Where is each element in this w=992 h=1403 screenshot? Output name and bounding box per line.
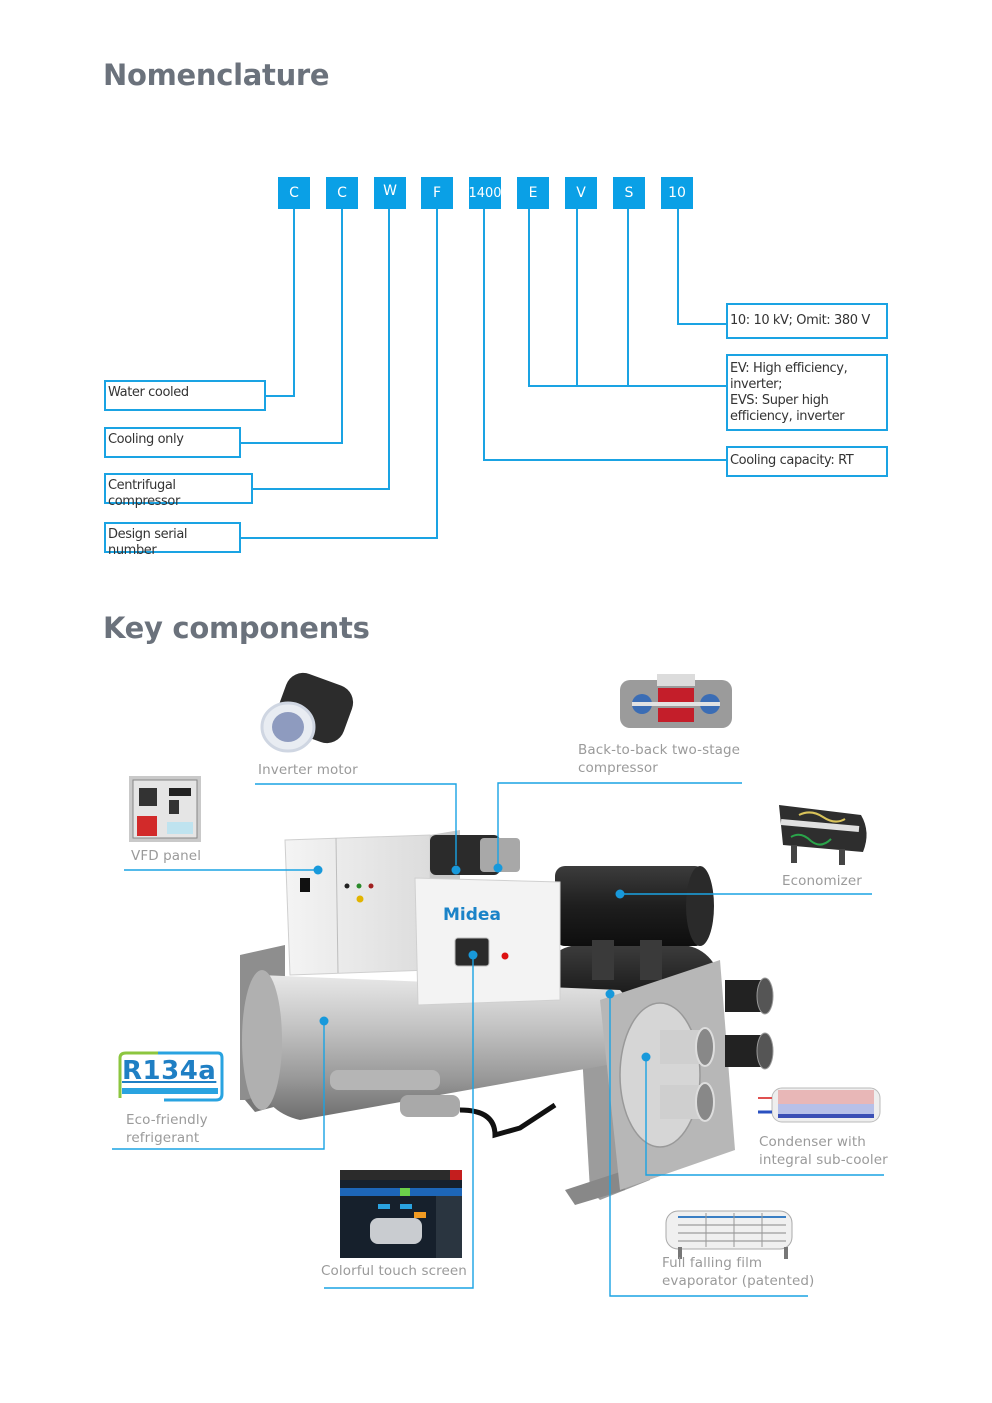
desc-efficiency-line4: efficiency, inverter <box>730 409 845 424</box>
key-components-title: Key components <box>103 611 370 645</box>
label-touch-screen: Colorful touch screen <box>321 1263 467 1279</box>
nomenclature-title: Nomenclature <box>103 58 330 92</box>
compressor-assembly <box>430 835 520 875</box>
condenser-image <box>758 1087 881 1123</box>
label-refrigerant-line2: refrigerant <box>126 1130 200 1146</box>
label-condenser: Condenser with integral sub-cooler <box>759 1133 888 1169</box>
recycle-arrows-icon <box>118 1051 224 1102</box>
evaporator-image <box>665 1210 793 1259</box>
refrigerant-piping <box>330 1070 557 1139</box>
label-condenser-line1: Condenser with <box>759 1134 866 1150</box>
connector-centrifugal <box>253 209 390 490</box>
economizer-tank <box>555 866 714 980</box>
desc-efficiency-line1: EV: High efficiency, <box>730 361 848 376</box>
dot-inverter-motor <box>451 865 461 875</box>
desc-design-serial-number: Design serial number <box>104 522 241 558</box>
connector-e <box>528 209 728 387</box>
r134a-label: R134a <box>122 1056 217 1086</box>
code-box-e: E <box>517 177 549 209</box>
label-refrigerant-line1: Eco-friendly <box>126 1112 208 1128</box>
chiller-legs <box>240 945 650 1205</box>
connector-capacity <box>483 209 728 461</box>
label-compressor-line1: Back-to-back two-stage <box>578 742 741 758</box>
desc-cooling-capacity: Cooling capacity: RT <box>726 446 888 477</box>
label-inverter-motor: Inverter motor <box>258 762 358 778</box>
leader-compressor <box>497 782 742 865</box>
desc-voltage: 10: 10 kV; Omit: 380 V <box>726 303 888 339</box>
dot-economizer <box>615 889 625 899</box>
midea-logo: Midea <box>443 905 501 925</box>
economizer-image <box>779 805 867 865</box>
dot-touch-screen <box>468 950 478 960</box>
hmi-panel: Midea <box>414 877 561 1006</box>
label-evaporator-line2: evaporator (patented) <box>662 1273 815 1289</box>
desc-efficiency-line2: inverter; <box>730 377 783 392</box>
code-box-v: V <box>565 177 597 209</box>
desc-water-cooled: Water cooled <box>104 380 266 411</box>
desc-cooling-only: Cooling only <box>104 427 241 458</box>
label-refrigerant: Eco-friendly refrigerant <box>126 1111 208 1147</box>
connector-water-cooled <box>265 209 295 397</box>
dot-vfd <box>313 865 323 875</box>
dot-evaporator <box>605 989 615 999</box>
code-box-c2: C <box>326 177 358 209</box>
label-evaporator: Full falling film evaporator (patented) <box>662 1254 814 1290</box>
connector-design-serial <box>240 209 438 539</box>
label-vfd-panel: VFD panel <box>131 848 202 864</box>
water-nozzles <box>660 977 774 1122</box>
label-compressor: Back-to-back two-stage compressor <box>578 741 740 777</box>
desc-efficiency-line3: EVS: Super high <box>730 393 829 408</box>
code-box-s: S <box>613 177 645 209</box>
leader-inverter-motor <box>255 783 457 865</box>
label-compressor-line2: compressor <box>578 760 658 776</box>
condenser-shell <box>242 970 636 1120</box>
code-box-capacity: 1400 <box>469 177 501 209</box>
r134a-badge: R134a <box>114 1050 224 1104</box>
desc-efficiency: EV: High efficiency, inverter; EVS: Supe… <box>726 354 888 431</box>
touch-screen-image <box>340 1170 462 1258</box>
vfd-cabinet <box>284 830 460 976</box>
compressor-image <box>620 674 732 728</box>
desc-centrifugal-compressor: Centrifugal compressor <box>104 473 253 509</box>
code-box-c1: C <box>278 177 310 209</box>
dot-condenser <box>641 1052 651 1062</box>
end-plate <box>600 960 735 1190</box>
label-evaporator-line1: Full falling film <box>662 1255 763 1271</box>
code-box-f: F <box>421 177 453 209</box>
code-box-w: W <box>374 177 406 209</box>
dot-compressor <box>493 863 503 873</box>
code-box-voltage: 10 <box>661 177 693 209</box>
vfd-panel-image <box>129 776 201 842</box>
label-condenser-line2: integral sub-cooler <box>759 1152 888 1168</box>
evaporator-shell <box>540 945 720 1035</box>
inverter-motor-image <box>260 672 354 753</box>
label-economizer: Economizer <box>782 873 862 889</box>
dot-refrigerant <box>319 1016 329 1026</box>
connector-voltage <box>677 209 728 325</box>
